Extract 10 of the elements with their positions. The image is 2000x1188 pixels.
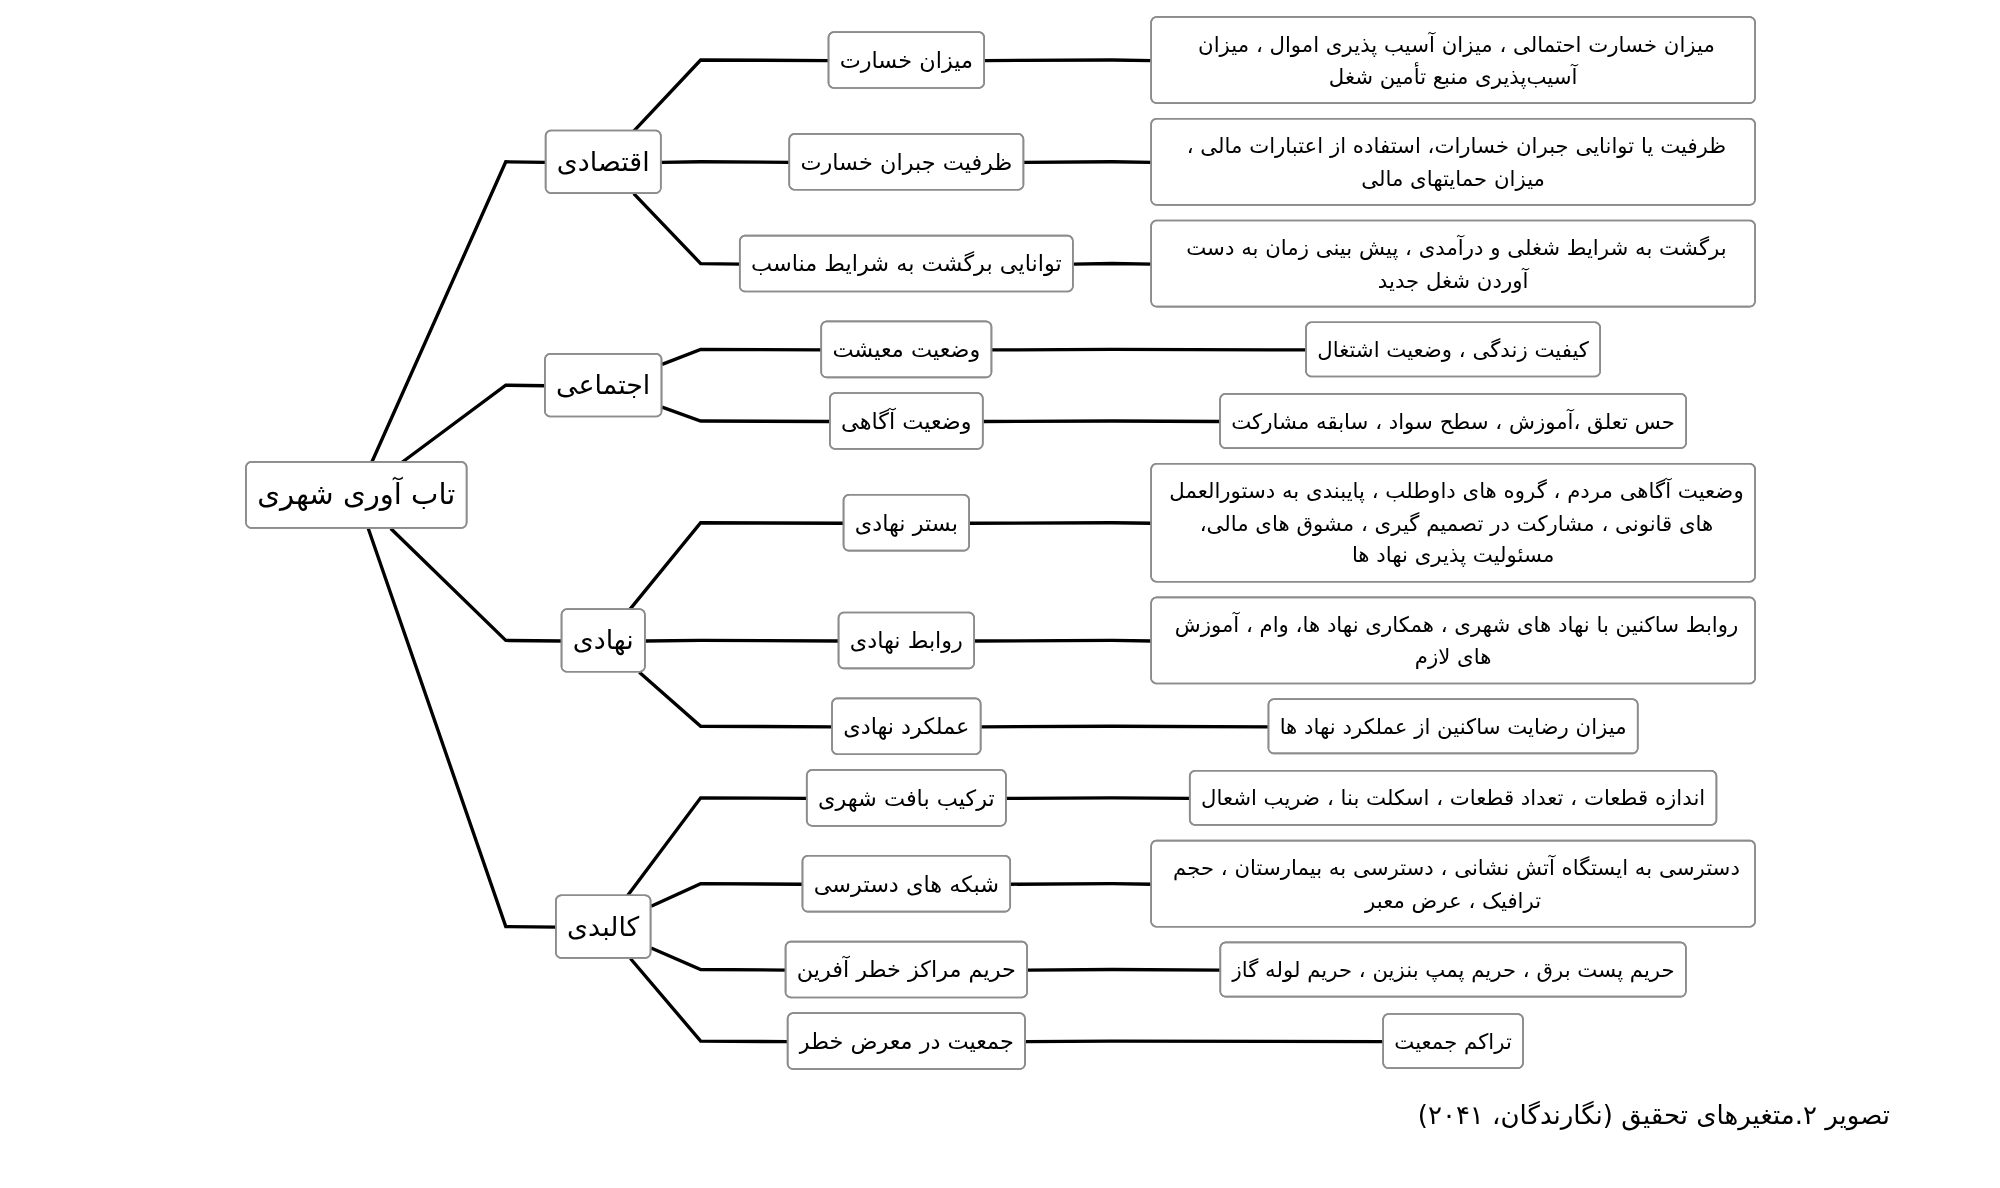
connector [625, 796, 807, 897]
connector [644, 638, 839, 643]
caption: تصویر ۲.متغیرهای تحقیق (نگارندگان، ۲۰۴۱) [1417, 1100, 1890, 1130]
connector [632, 192, 740, 266]
connector [1005, 796, 1190, 801]
connector [389, 527, 562, 643]
connector [628, 957, 788, 1044]
connector [661, 405, 830, 424]
connector [366, 527, 556, 929]
connector [627, 521, 844, 611]
